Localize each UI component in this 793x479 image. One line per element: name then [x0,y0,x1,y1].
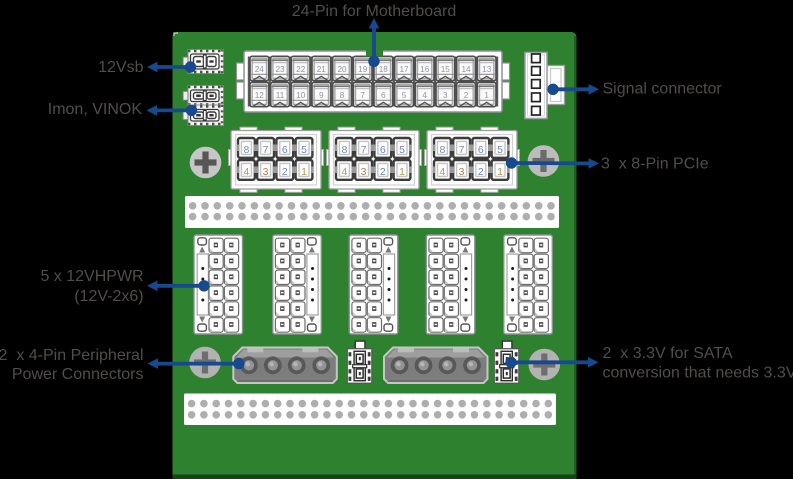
svg-text:Signal connector: Signal connector [603,81,723,98]
svg-text:12: 12 [255,91,265,100]
svg-text:1: 1 [399,166,405,178]
svg-text:20: 20 [337,65,347,74]
svg-text:5: 5 [402,91,407,100]
svg-text:9: 9 [319,91,324,100]
svg-text:6: 6 [380,144,386,156]
svg-text:2: 2 [464,91,469,100]
svg-text:3: 3 [443,91,448,100]
svg-text:4: 4 [243,166,249,178]
svg-text:2 x 3.3V for SATA: 2 x 3.3V for SATA [603,345,733,362]
svg-text:8: 8 [243,144,249,156]
svg-text:7: 7 [263,144,269,156]
svg-text:14: 14 [461,65,471,74]
svg-text:18: 18 [379,65,389,74]
svg-text:2: 2 [478,166,484,178]
svg-text:15: 15 [441,65,451,74]
svg-text:7: 7 [459,144,465,156]
svg-text:3: 3 [263,166,269,178]
svg-text:2: 2 [282,166,288,178]
svg-text:11: 11 [276,91,285,100]
svg-text:5 x 12VHPWR: 5 x 12VHPWR [40,268,143,285]
svg-text:3: 3 [459,166,465,178]
svg-text:22: 22 [296,65,306,74]
svg-text:4: 4 [439,166,445,178]
svg-text:23: 23 [275,65,285,74]
svg-text:1: 1 [497,166,503,178]
svg-text:12Vsb: 12Vsb [98,59,143,76]
svg-text:7: 7 [361,144,367,156]
svg-text:17: 17 [399,65,409,74]
svg-text:4: 4 [341,166,347,178]
svg-text:Imon, VINOK: Imon, VINOK [48,101,143,118]
svg-text:5: 5 [497,144,503,156]
svg-text:3 x 8-Pin PCIe: 3 x 8-Pin PCIe [601,155,709,172]
svg-text:conversion that needs 3.3V: conversion that needs 3.3V [603,365,793,382]
svg-text:16: 16 [420,65,430,74]
svg-text:2 x 4-Pin Peripheral: 2 x 4-Pin Peripheral [0,347,144,364]
svg-text:13: 13 [482,65,492,74]
svg-text:(12V-2x6): (12V-2x6) [74,288,143,305]
svg-text:Power Connectors: Power Connectors [12,366,144,383]
svg-text:6: 6 [282,144,288,156]
svg-text:6: 6 [381,91,386,100]
svg-text:24-Pin for Motherboard: 24-Pin for Motherboard [292,3,457,20]
svg-text:10: 10 [296,91,306,100]
svg-text:2: 2 [380,166,386,178]
svg-text:3: 3 [361,166,367,178]
svg-text:24: 24 [255,65,265,74]
svg-text:8: 8 [439,144,445,156]
svg-text:7: 7 [360,91,365,100]
svg-text:1: 1 [484,91,489,100]
svg-text:5: 5 [399,144,405,156]
svg-text:21: 21 [317,65,327,74]
svg-text:5: 5 [301,144,307,156]
svg-text:6: 6 [478,144,484,156]
svg-text:8: 8 [341,144,347,156]
svg-text:19: 19 [358,65,368,74]
svg-text:4: 4 [422,91,427,100]
svg-text:1: 1 [301,166,307,178]
svg-text:8: 8 [340,91,345,100]
